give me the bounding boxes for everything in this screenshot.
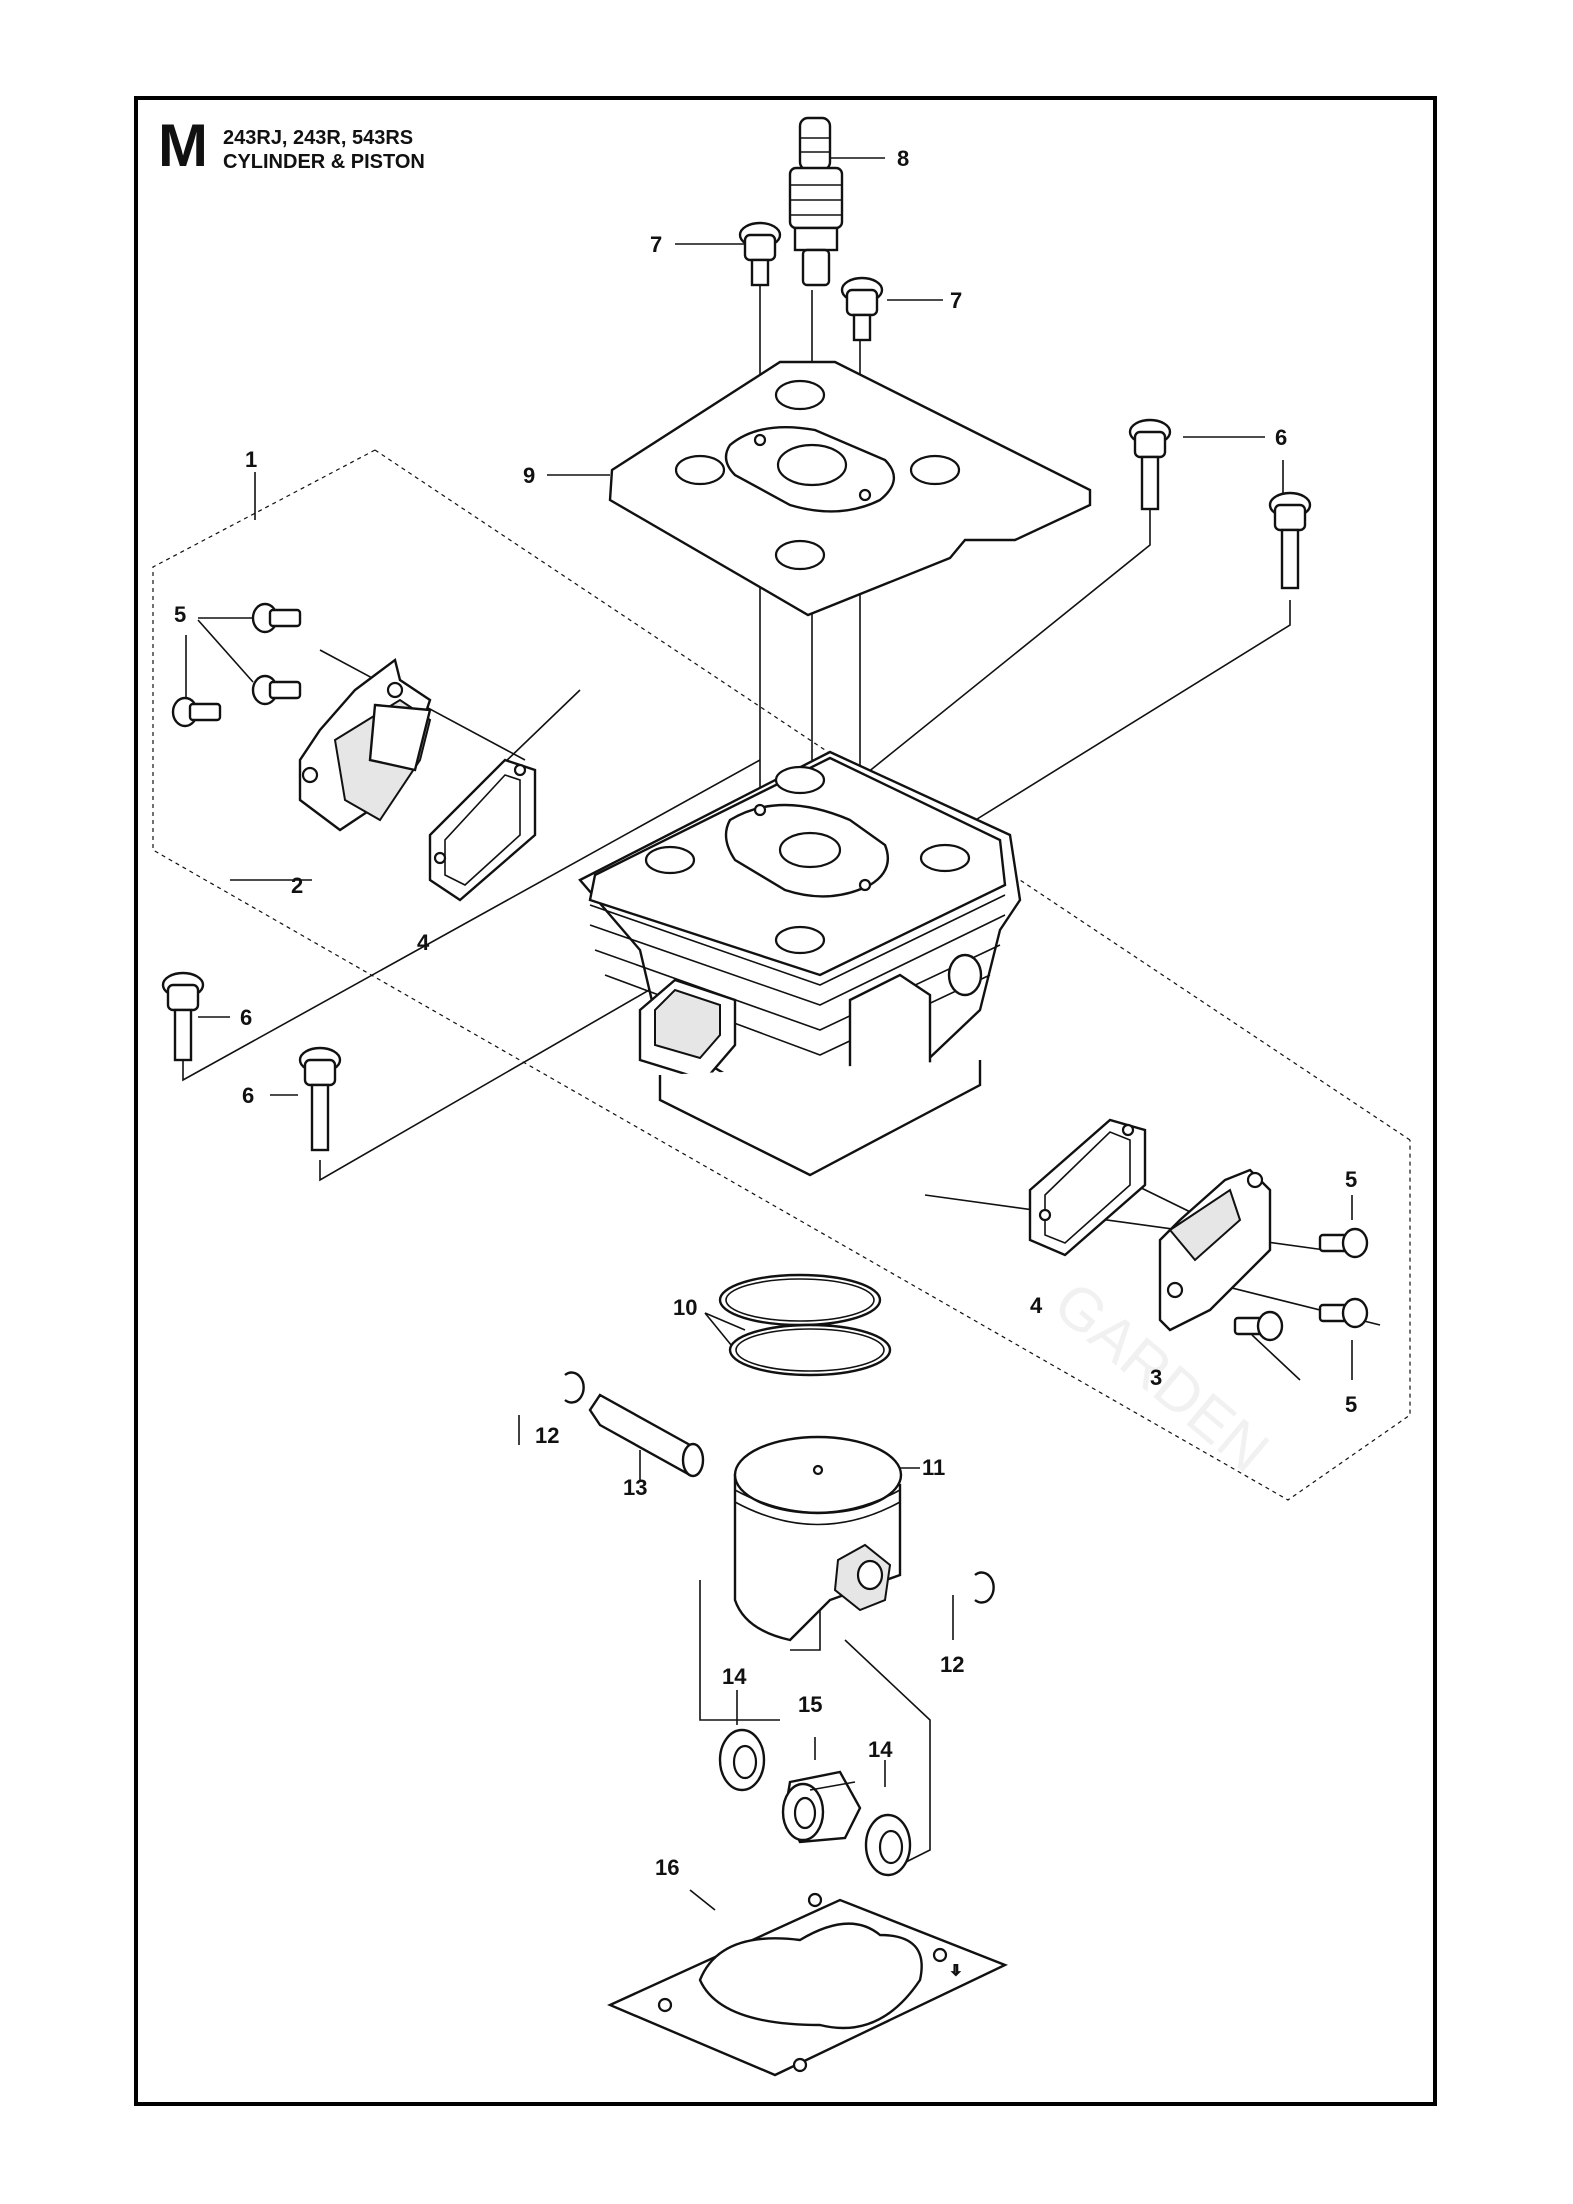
cylinder-screw-lower-right: [298, 1046, 342, 1152]
callout-5-exhaust-top: 5: [1345, 1167, 1357, 1192]
intake-gasket: [428, 758, 537, 902]
cylinder-assembly-outline: [152, 449, 1411, 1501]
intake-flange: [298, 657, 432, 832]
callout-9: 9: [523, 463, 535, 488]
flange-screw-top: [251, 602, 302, 634]
callout-11: 11: [922, 1455, 945, 1480]
piston-pin-circlip-right: [974, 1571, 995, 1604]
needle-bearing: [781, 1770, 862, 1844]
cylinder: [578, 750, 1022, 1177]
callout-6-upper: 6: [1275, 425, 1287, 450]
callout-1: 1: [245, 447, 257, 472]
callout-5-intake: 5: [174, 602, 186, 627]
piston-pin: [588, 1393, 705, 1478]
cylinder-base-gasket: ⇩: [607, 1892, 1009, 2077]
cylinder-screw-upper-right: [1268, 491, 1312, 590]
callout-8: 8: [897, 146, 909, 171]
cylinder-screw-upper-left: [1128, 418, 1172, 511]
callout-10: 10: [673, 1295, 697, 1320]
model-list: 243RJ, 243R, 543RS: [223, 127, 414, 149]
flange-screw-middle: [251, 674, 302, 706]
cylinder-head-screw-right: [840, 276, 884, 342]
svg-text:⇩: ⇩: [950, 1963, 962, 1979]
exhaust-screw-middle: [1318, 1297, 1369, 1329]
callout-2: 2: [291, 873, 303, 898]
callout-12-left: 12: [535, 1423, 559, 1448]
flange-screw-bottom: [171, 696, 222, 728]
callout-3: 3: [1150, 1365, 1162, 1390]
callout-15: 15: [798, 1692, 822, 1717]
drawing-frame: [134, 96, 1437, 2106]
thrust-washer-right: [864, 1813, 912, 1877]
callout-7-left: 7: [650, 232, 662, 257]
callout-14-right: 14: [868, 1737, 893, 1762]
callout-16: 16: [655, 1855, 679, 1880]
callout-13: 13: [623, 1475, 647, 1500]
spark-plug: [788, 116, 844, 287]
callout-12-right: 12: [940, 1652, 964, 1677]
cylinder-screw-lower-left: [161, 971, 205, 1062]
section-title: CYLINDER & PISTON: [223, 151, 425, 173]
piston-pin-circlip-left: [564, 1371, 585, 1404]
cylinder-head-gasket: [608, 360, 1092, 617]
callout-14-left: 14: [722, 1664, 747, 1689]
thrust-washer-left: [718, 1728, 766, 1792]
cylinder-head-screw-left: [738, 221, 782, 287]
callout-4-intake: 4: [417, 930, 430, 955]
callout-4-exhaust: 4: [1030, 1293, 1043, 1318]
exhaust-flange: [1158, 1168, 1272, 1332]
callout-7-right: 7: [950, 288, 962, 313]
exhaust-gasket: [1028, 1118, 1147, 1257]
callout-6-lower: 6: [242, 1083, 254, 1108]
exhaust-screw-bottom: [1233, 1310, 1284, 1342]
callout-6-left: 6: [240, 1005, 252, 1030]
section-letter: M: [158, 112, 208, 179]
exhaust-screw-top: [1318, 1227, 1369, 1259]
piston-rings: [718, 1273, 892, 1377]
callout-5-exhaust-bottom: 5: [1345, 1392, 1357, 1417]
callout-labels: 1 2 3 4 4 5 5 5 6 6 6 7 7 8 9 10 11 12 1…: [174, 146, 1357, 1880]
piston: [733, 1435, 903, 1642]
